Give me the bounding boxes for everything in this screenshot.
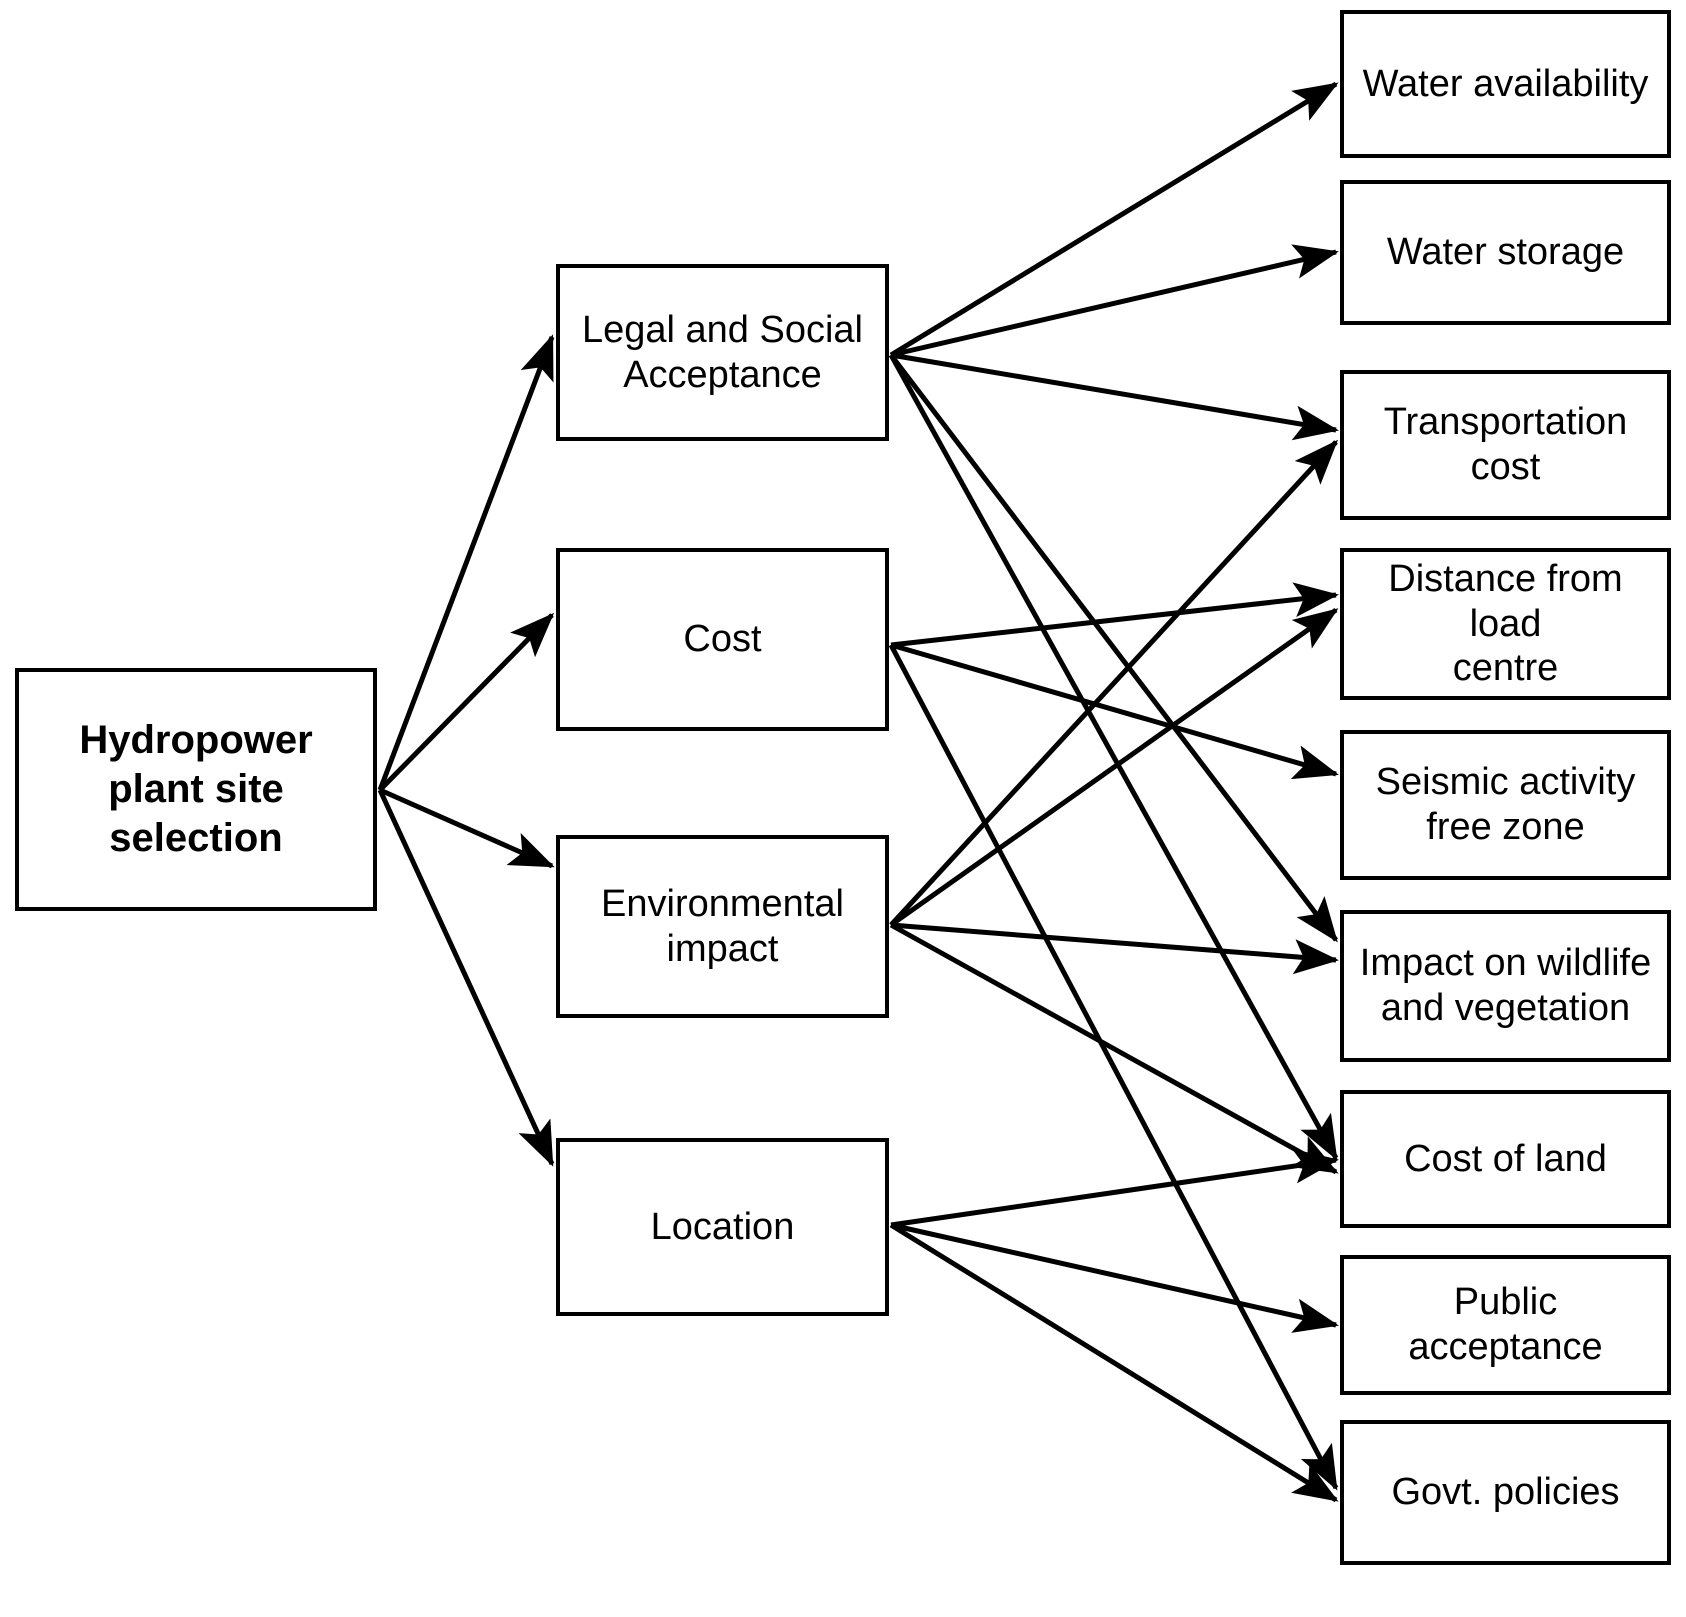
node-impact-on-wildlife-and-vegetation[interactable]: Impact on wildlife and vegetation: [1340, 910, 1671, 1062]
node-environmental-impact-label: Environmental impact: [601, 882, 844, 970]
node-distance-from-load-centre-label: Distance from load centre: [1388, 557, 1623, 690]
node-location[interactable]: Location: [556, 1138, 889, 1316]
node-cost-of-land-label: Cost of land: [1404, 1137, 1607, 1180]
node-cost[interactable]: Cost: [556, 548, 889, 731]
node-location-label: Location: [650, 1205, 795, 1248]
node-goal-label: Hydropower plant site selection: [79, 718, 313, 860]
arrow-environ-to-cost-of-land: [889, 922, 1339, 1175]
arrow-legal-to-transportation-cost: [890, 352, 1339, 441]
node-water-availability[interactable]: Water availability: [1340, 10, 1671, 158]
node-seismic-activity-free-zone-label: Seismic activity free zone: [1375, 761, 1636, 848]
node-goal[interactable]: Hydropower plant site selection: [15, 668, 377, 911]
node-distance-from-load-centre[interactable]: Distance from load centre: [1340, 548, 1671, 700]
arrow-goal-to-location: [377, 788, 555, 1167]
node-seismic-activity-free-zone[interactable]: Seismic activity free zone: [1340, 730, 1671, 880]
node-govt-policies-label: Govt. policies: [1391, 1471, 1620, 1514]
arrow-environ-to-distance-load: [889, 607, 1339, 928]
node-public-acceptance[interactable]: Public acceptance: [1340, 1255, 1671, 1395]
arrow-legal-to-water-availability: [889, 81, 1339, 358]
node-govt-policies[interactable]: Govt. policies: [1340, 1420, 1671, 1565]
node-cost-of-land[interactable]: Cost of land: [1340, 1090, 1671, 1228]
arrow-goal-to-environ: [378, 787, 555, 869]
arrow-cost-to-govt-policies: [888, 643, 1339, 1491]
arrow-location-to-cost-of-land: [890, 1148, 1339, 1228]
node-cost-label: Cost: [683, 618, 762, 661]
node-transportation-cost[interactable]: Transportation cost: [1340, 370, 1671, 520]
node-legal-and-social-acceptance[interactable]: Legal and Social Acceptance: [556, 264, 889, 441]
node-transportation-cost-label: Transportation cost: [1383, 401, 1628, 488]
node-legal-and-social-acceptance-label: Legal and Social Acceptance: [582, 308, 863, 396]
arrow-legal-to-wildlife: [889, 353, 1338, 943]
node-environmental-impact[interactable]: Environmental impact: [556, 835, 889, 1018]
node-impact-on-wildlife-and-vegetation-label: Impact on wildlife and vegetation: [1359, 942, 1652, 1029]
arrow-cost-to-seismic: [890, 642, 1339, 780]
arrow-environ-to-transportation-cost: [889, 439, 1339, 927]
arrow-environ-to-wildlife: [890, 922, 1339, 975]
arrow-cost-to-distance-load: [890, 582, 1339, 648]
arrow-location-to-public-acceptance: [890, 1222, 1339, 1333]
arrow-location-to-govt-policies: [889, 1222, 1339, 1503]
node-water-storage-label: Water storage: [1386, 231, 1625, 274]
arrow-legal-to-water-storage: [890, 244, 1339, 358]
arrow-goal-to-legal: [377, 334, 555, 791]
arrow-legal-to-cost-of-land: [888, 353, 1339, 1161]
node-water-storage[interactable]: Water storage: [1340, 180, 1671, 325]
node-public-acceptance-label: Public acceptance: [1408, 1281, 1603, 1368]
arrow-goal-to-cost: [378, 612, 555, 792]
node-water-availability-label: Water availability: [1362, 62, 1649, 105]
arrow-connectors: [377, 81, 1339, 1503]
